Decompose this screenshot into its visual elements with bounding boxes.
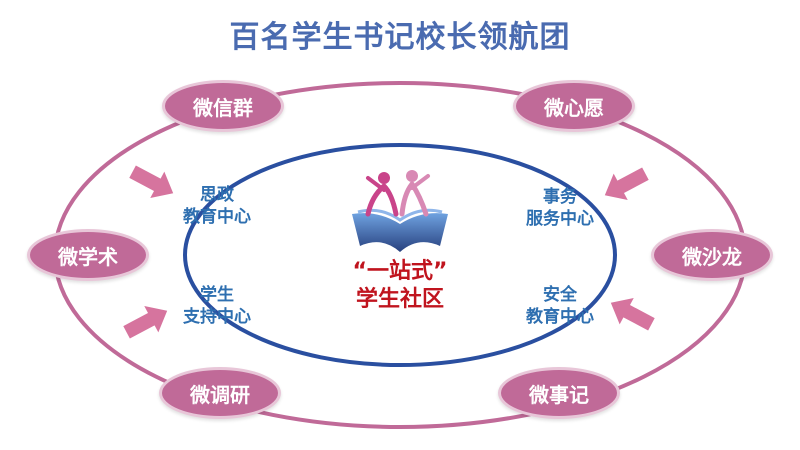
outer-ring — [53, 81, 747, 429]
center-student-support: 学生 支持中心 — [183, 285, 251, 327]
node-micro-record: 微事记 — [498, 367, 620, 419]
center-ideological-education: 思政 教育中心 — [183, 185, 251, 227]
node-micro-wish: 微心愿 — [513, 80, 635, 132]
arrow-bottom-left — [123, 305, 168, 339]
node-micro-salon: 微沙龙 — [651, 229, 773, 281]
node-micro-academic: 微学术 — [27, 229, 149, 281]
arrow-top-left — [129, 165, 174, 199]
node-wechat-group: 微信群 — [162, 80, 284, 132]
community-logo-icon — [352, 170, 448, 252]
inner-ring — [183, 143, 617, 367]
node-micro-survey: 微调研 — [159, 367, 281, 419]
diagram-title: 百名学生书记校长领航团 — [229, 20, 571, 55]
one-stop-community-label: “一站式” 学生社区 — [352, 259, 448, 312]
arrow-top-right — [604, 167, 649, 201]
center-safety-education: 安全 教育中心 — [526, 285, 594, 327]
center-affairs-service: 事务 服务中心 — [526, 187, 594, 229]
arrow-bottom-right — [610, 297, 655, 331]
